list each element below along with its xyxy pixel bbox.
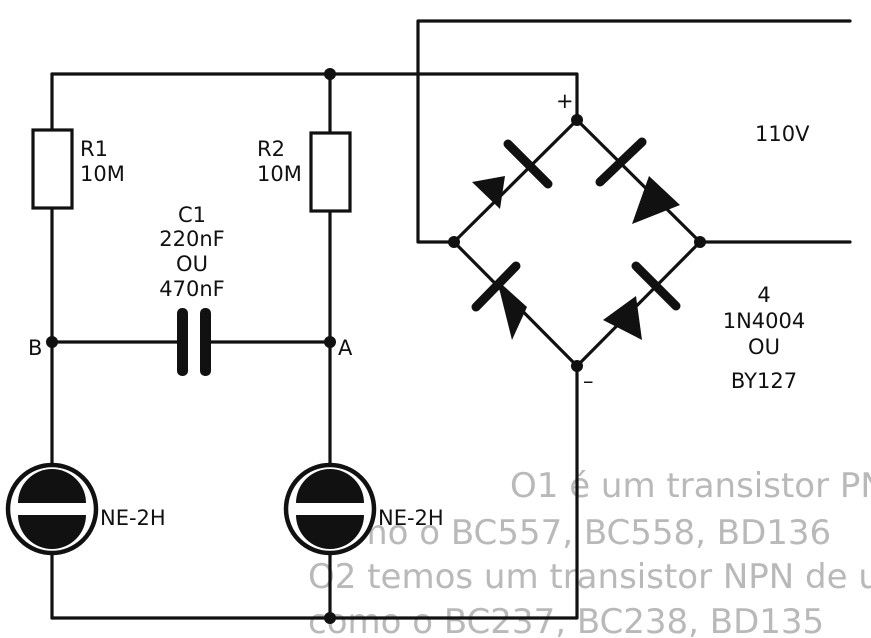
- diode-type-label: 1N4004: [723, 309, 806, 333]
- lamp-left-label: NE-2H: [100, 506, 166, 530]
- junction-bottom-center: [324, 612, 336, 624]
- capacitor-c1: C1 220nF OU 470nF: [159, 203, 225, 376]
- junction-node-b: [46, 336, 58, 348]
- node-b-label: B: [28, 336, 42, 360]
- resistor-r2-ref: R2: [257, 137, 285, 161]
- neon-lamp-left: NE-2H: [5, 462, 166, 556]
- bridge-lower-right-wire: [575, 240, 702, 368]
- diode-count-label: 4: [757, 283, 770, 307]
- diode-upper-right-bar: [595, 137, 647, 187]
- resistor-r2-body: [309, 131, 352, 213]
- capacitor-ref: C1: [178, 203, 206, 227]
- diode-upper-left-bar: [503, 139, 553, 189]
- junction-node-a: [324, 336, 336, 348]
- diode-or-label: OU: [748, 335, 780, 359]
- capacitor-plate-left: [177, 308, 188, 376]
- junction-bridge-bottom: [571, 360, 583, 372]
- junction-top-center: [324, 68, 336, 80]
- capacitor-or-label: OU: [176, 252, 208, 276]
- capacitor-value-1: 220nF: [159, 227, 224, 251]
- diode-upper-right-triangle: [632, 176, 680, 224]
- bleed-line-3: O2 temos um transistor NPN de uso gera: [308, 557, 871, 597]
- diode-upper-left-triangle: [472, 176, 505, 209]
- bottom-rail-wire: [50, 364, 579, 620]
- diode-lower-left-triangle: [497, 280, 527, 340]
- top-rail-wire: [50, 72, 579, 122]
- neon-lamp-right: NE-2H: [283, 462, 444, 556]
- resistor-r1-body: [31, 128, 74, 210]
- diode-upper-right: [595, 137, 680, 224]
- resistor-r1: R1 10M: [31, 128, 125, 210]
- diode-lower-right: [603, 261, 681, 340]
- capacitor-plate-right: [200, 308, 211, 376]
- bridge-upper-right-wire: [575, 118, 702, 244]
- junction-bridge-left: [448, 236, 460, 248]
- bleed-through-text: O1 é um transistor PNP para uso g como o…: [308, 466, 871, 638]
- node-a-label: A: [338, 336, 353, 360]
- junction-dots: [46, 68, 706, 624]
- mains-left-wire: [416, 19, 852, 244]
- lamp-left-electrode-bottom: [18, 515, 86, 549]
- bleed-line-4: como o BC237, BC238, BD135: [308, 602, 824, 638]
- mains-voltage-label: 110V: [755, 122, 810, 146]
- diode-lower-left-bar: [471, 261, 521, 312]
- lamp-right-electrode-top: [296, 469, 364, 503]
- lamp-right-label: NE-2H: [378, 506, 444, 530]
- bridge-upper-left-wire: [452, 118, 579, 244]
- lamp-right-electrode-bottom: [296, 515, 364, 549]
- resistor-r2-value: 10M: [257, 162, 302, 186]
- diode-lower-right-bar: [631, 261, 681, 311]
- resistor-r1-ref: R1: [80, 137, 108, 161]
- resistor-r2: R2 10M: [257, 131, 352, 213]
- diode-lower-right-triangle: [603, 296, 642, 340]
- bridge-plus-label: +: [556, 89, 574, 113]
- bleed-line-1: O1 é um transistor PNP para uso g: [510, 466, 871, 506]
- diode-lower-left: [471, 261, 527, 340]
- diode-upper-left: [472, 139, 553, 209]
- capacitor-value-2: 470nF: [159, 277, 224, 301]
- lamp-left-electrode-top: [18, 469, 86, 503]
- resistor-r1-value: 10M: [80, 162, 125, 186]
- bleed-line-2: como o BC557, BC558, BD136: [315, 513, 831, 553]
- junction-bridge-right: [694, 236, 706, 248]
- diode-alt-label: BY127: [731, 369, 797, 393]
- bridge-minus-label: –: [583, 369, 594, 393]
- junction-bridge-top: [571, 114, 583, 126]
